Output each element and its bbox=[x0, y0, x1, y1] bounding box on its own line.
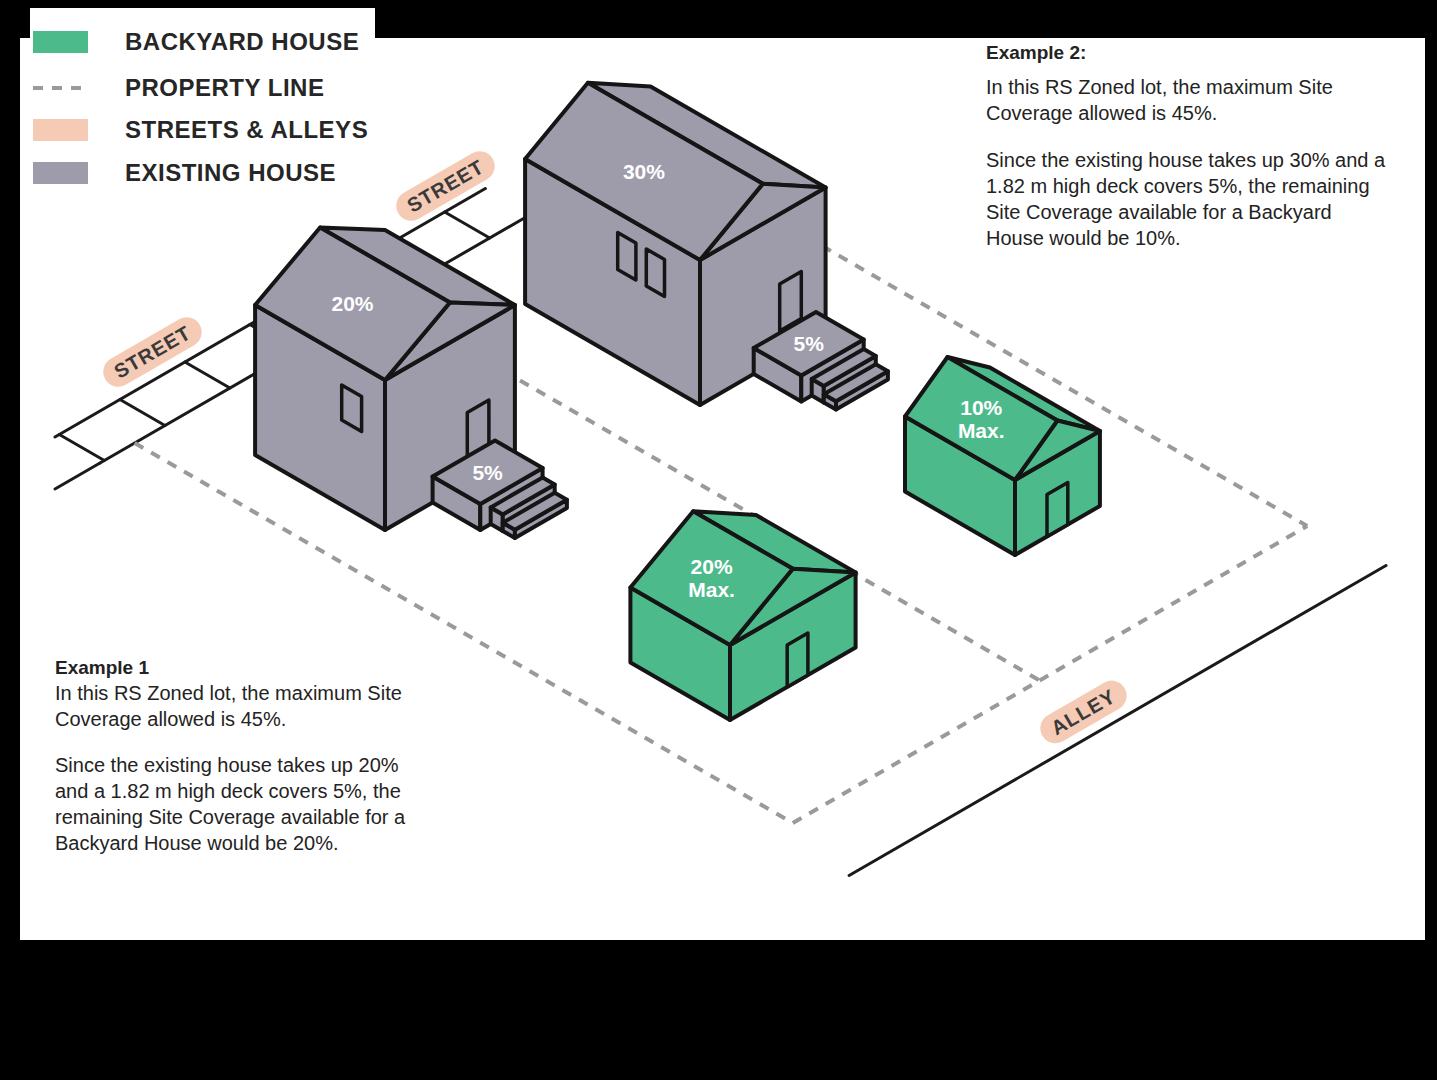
street-label: STREET bbox=[390, 146, 499, 226]
property-line bbox=[793, 526, 1307, 823]
max-coverage-label: 10% Max. bbox=[958, 396, 1005, 442]
sidewalk-edge bbox=[55, 463, 100, 489]
window bbox=[342, 385, 362, 432]
legend-text: PROPERTY LINE bbox=[125, 74, 324, 102]
stair-step-top bbox=[824, 364, 888, 401]
example-text: Since the existing house takes up 30% an… bbox=[986, 147, 1386, 251]
example-heading: Example 1 bbox=[55, 655, 425, 681]
max-coverage-label: 20% Max. bbox=[688, 555, 735, 601]
coverage-label: 20% bbox=[332, 292, 374, 315]
node-text: 20% bbox=[332, 292, 374, 315]
legend-row: PROPERTY LINE bbox=[33, 73, 324, 103]
panel-ground bbox=[20, 38, 1425, 940]
legend-line-sample bbox=[33, 77, 88, 99]
legend-row: STREETS & ALLEYS bbox=[33, 115, 368, 145]
roof-slope bbox=[255, 228, 450, 381]
legend-swatch bbox=[33, 162, 88, 184]
alley-label: ALLEY bbox=[1035, 675, 1132, 748]
stair-step-top bbox=[503, 493, 567, 530]
example-text: In this RS Zoned lot, the maximum Site C… bbox=[986, 74, 1386, 126]
node-text: STREET bbox=[109, 320, 195, 383]
legend-row: EXISTING HOUSE bbox=[33, 158, 336, 188]
legend-text: BACKYARD HOUSE bbox=[125, 28, 359, 56]
street-label: STREET bbox=[97, 312, 206, 392]
dashed-line bbox=[33, 86, 88, 90]
node-text: 20% Max. bbox=[688, 555, 735, 601]
backyard-house bbox=[630, 511, 855, 720]
node-text: 5% bbox=[794, 332, 824, 355]
deck-coverage-label: 5% bbox=[794, 332, 824, 355]
legend-swatch bbox=[33, 119, 88, 141]
sidewalk-joint bbox=[445, 212, 490, 238]
door bbox=[787, 633, 808, 687]
coverage-label: 30% bbox=[623, 160, 665, 183]
deck bbox=[433, 441, 567, 539]
window bbox=[618, 233, 636, 281]
roof-slope bbox=[905, 357, 1057, 480]
door bbox=[1047, 483, 1068, 537]
example-text: Since the existing house takes up 20% an… bbox=[55, 752, 420, 856]
legend-ground bbox=[30, 8, 375, 200]
example-heading: Example 2: bbox=[986, 40, 1406, 66]
alley-edge bbox=[849, 566, 1386, 876]
legend-row: BACKYARD HOUSE bbox=[33, 27, 359, 57]
window bbox=[646, 249, 664, 297]
node-text: ALLEY bbox=[1046, 684, 1119, 740]
legend-swatch bbox=[33, 31, 88, 53]
node-text: 30% bbox=[623, 160, 665, 183]
alley bbox=[849, 566, 1386, 876]
example-text: In this RS Zoned lot, the maximum Site C… bbox=[55, 680, 420, 732]
backyard-house bbox=[905, 357, 1100, 555]
sidewalk-joint bbox=[185, 362, 230, 388]
deck bbox=[754, 312, 888, 410]
roof-slope bbox=[630, 511, 792, 645]
node-text: STREET bbox=[402, 154, 488, 217]
roof-slope bbox=[525, 83, 763, 260]
deck-coverage-label: 5% bbox=[472, 461, 502, 484]
node-text: 5% bbox=[472, 461, 502, 484]
node-text: 10% Max. bbox=[958, 396, 1005, 442]
sidewalk-joint bbox=[59, 435, 104, 461]
legend-text: STREETS & ALLEYS bbox=[125, 116, 368, 144]
legend-text: EXISTING HOUSE bbox=[125, 159, 336, 187]
sidewalk-joint bbox=[120, 400, 165, 426]
